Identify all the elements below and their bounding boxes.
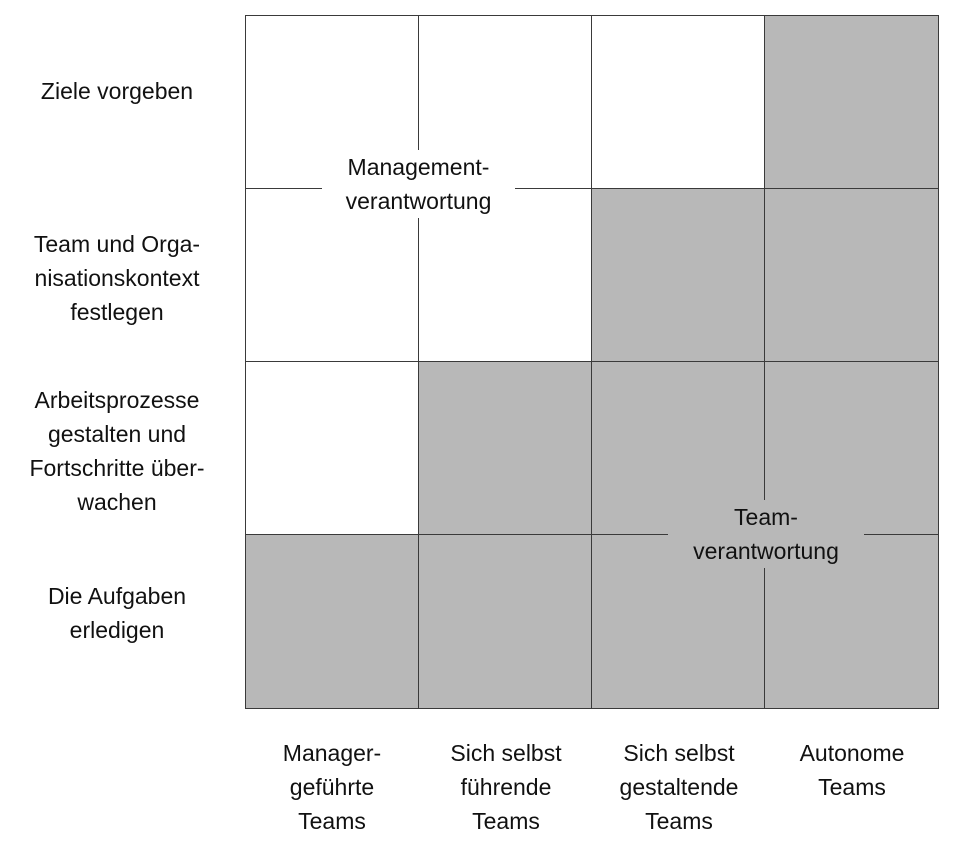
row-label-arbeitsprozesse: Arbeitsprozesse gestalten und Fortschrit… xyxy=(0,383,234,519)
column-label-line: Teams xyxy=(645,808,713,834)
row-label-line: gestalten und xyxy=(47,421,187,447)
team-responsibility-cell xyxy=(246,535,419,708)
column-label-line: geführte xyxy=(289,774,375,800)
column-label-line: Teams xyxy=(298,808,366,834)
column-label-selbstfuehrend: Sich selbst führende Teams xyxy=(419,736,593,838)
row-label-line: Fortschritte über- xyxy=(29,455,205,481)
zone-label-line: Management- xyxy=(322,150,515,184)
row-label-line: wachen xyxy=(77,489,157,515)
team-responsibility-label: Team- verantwortung xyxy=(668,500,864,568)
management-responsibility-cell xyxy=(246,362,419,535)
management-responsibility-cell xyxy=(592,16,765,189)
team-responsibility-cell xyxy=(419,535,592,708)
zone-label-line: Team- xyxy=(668,500,864,534)
row-label-line: Team und Orga- xyxy=(33,231,201,257)
column-label-manager: Manager- geführte Teams xyxy=(245,736,419,838)
column-label-line: Manager- xyxy=(282,740,382,766)
column-label-autonom: Autonome Teams xyxy=(765,736,939,804)
row-label-line: erledigen xyxy=(69,617,165,643)
team-responsibility-cell xyxy=(765,16,938,189)
team-responsibility-cell xyxy=(765,189,938,362)
column-label-line: Autonome xyxy=(799,740,905,766)
row-label-kontext: Team und Orga- nisationskontext festlege… xyxy=(0,227,234,329)
row-label-aufgaben: Die Aufgaben erledigen xyxy=(0,579,234,647)
column-label-line: Teams xyxy=(472,808,540,834)
column-label-selbstgestaltend: Sich selbst gestaltende Teams xyxy=(592,736,766,838)
column-label-line: Sich selbst xyxy=(623,740,735,766)
zone-label-line: verantwortung xyxy=(668,534,864,568)
row-label-line: nisationskontext xyxy=(34,265,200,291)
column-label-line: Teams xyxy=(818,774,886,800)
column-label-line: führende xyxy=(460,774,552,800)
column-label-line: Sich selbst xyxy=(450,740,562,766)
management-responsibility-label: Management- verantwortung xyxy=(322,150,515,218)
row-label-line: Arbeitsprozesse xyxy=(34,387,200,413)
row-label-line: Ziele vorgeben xyxy=(40,78,194,104)
row-label-line: festlegen xyxy=(70,299,164,325)
row-label-line: Die Aufgaben xyxy=(47,583,187,609)
team-responsibility-cell xyxy=(419,362,592,535)
row-label-ziele: Ziele vorgeben xyxy=(0,74,234,108)
responsibility-grid xyxy=(245,15,939,709)
team-responsibility-cell xyxy=(592,189,765,362)
column-label-line: gestaltende xyxy=(619,774,739,800)
zone-label-line: verantwortung xyxy=(322,184,515,218)
